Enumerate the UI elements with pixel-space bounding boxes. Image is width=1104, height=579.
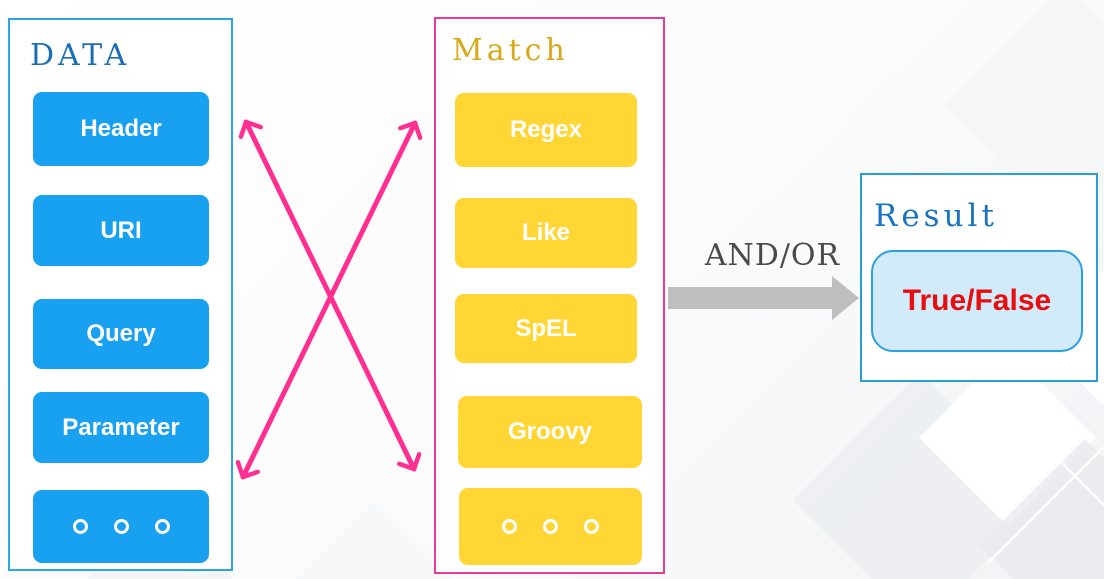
ellipsis-dot-icon xyxy=(72,519,88,534)
ellipsis-dot-icon xyxy=(113,519,129,534)
match-panel-title: Match xyxy=(452,33,569,68)
cross-arrow-left-to-right xyxy=(238,119,422,472)
ellipsis-dot-icon xyxy=(584,519,599,534)
result-arrow-body xyxy=(668,287,832,309)
result-panel-title: Result xyxy=(874,198,998,234)
data-item-query: Query xyxy=(33,299,209,369)
data-item-parameter: Parameter xyxy=(33,392,209,463)
data-item-more xyxy=(33,490,209,563)
match-item-regex: Regex xyxy=(455,93,637,167)
match-item-spel: SpEL xyxy=(455,294,637,363)
ellipsis-dot-icon xyxy=(154,519,170,534)
data-item-header: Header xyxy=(33,92,209,166)
ellipsis-dot-icon xyxy=(502,519,517,534)
match-item-groovy: Groovy xyxy=(458,396,642,468)
match-item-like: Like xyxy=(455,198,637,268)
data-panel-title: DATA xyxy=(30,38,131,73)
result-arrow-head-icon xyxy=(832,276,859,320)
result-value: True/False xyxy=(871,250,1083,352)
ellipsis-dot-icon xyxy=(543,519,558,534)
data-item-uri: URI xyxy=(33,195,209,266)
and-or-label: AND/OR xyxy=(704,238,841,273)
cross-arrow-right-to-left xyxy=(235,120,423,480)
match-item-more xyxy=(459,488,642,565)
